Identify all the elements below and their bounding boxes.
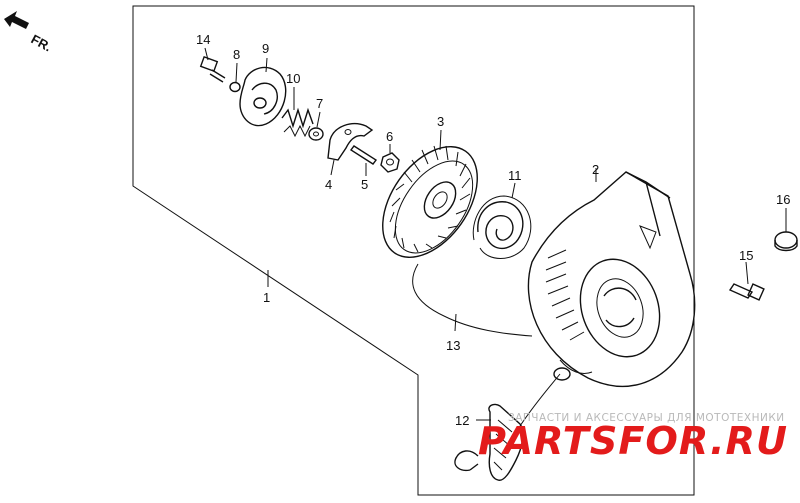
callout-1: 1 bbox=[263, 290, 270, 305]
part-10-spring bbox=[281, 87, 314, 138]
callout-13: 13 bbox=[446, 338, 460, 353]
callout-14: 14 bbox=[196, 32, 210, 47]
assembly-boundary bbox=[132, 5, 695, 496]
direction-label: FR. bbox=[29, 31, 55, 54]
watermark-brand: PARTSFOR.RU bbox=[478, 419, 788, 463]
part-6-nut bbox=[380, 144, 400, 173]
part-8-washer bbox=[229, 62, 241, 93]
part-16-cap bbox=[774, 208, 798, 252]
callout-11: 11 bbox=[508, 168, 522, 183]
callout-7: 7 bbox=[316, 96, 323, 111]
callout-8: 8 bbox=[233, 47, 240, 62]
part-15-bolt bbox=[728, 261, 765, 301]
callout-4: 4 bbox=[325, 177, 332, 192]
callout-2: 2 bbox=[592, 162, 599, 177]
part-3-reel bbox=[382, 129, 478, 258]
direction-marker: FR. bbox=[4, 11, 54, 54]
callout-6: 6 bbox=[386, 129, 393, 144]
callout-16: 16 bbox=[776, 192, 790, 207]
watermark: ЗАПЧАСТИ И АКСЕССУАРЫ ДЛЯ МОТОТЕХНИКИ PA… bbox=[478, 412, 788, 463]
callout-12: 12 bbox=[455, 413, 469, 428]
callout-15: 15 bbox=[739, 248, 753, 263]
callout-3: 3 bbox=[437, 114, 444, 129]
arrow-up-left-icon bbox=[4, 11, 29, 29]
part-2-starter-case bbox=[527, 168, 696, 387]
callout-10: 10 bbox=[286, 71, 300, 86]
watermark-tagline: ЗАПЧАСТИ И АКСЕССУАРЫ ДЛЯ МОТОТЕХНИКИ bbox=[508, 412, 785, 424]
part-4-ratchet bbox=[327, 122, 374, 176]
part-9-friction-plate bbox=[239, 57, 287, 127]
part-12-handle bbox=[454, 373, 561, 481]
part-7-washer bbox=[308, 111, 324, 141]
part-5-pin bbox=[349, 145, 378, 176]
callout-labels: 1 2 3 4 5 6 7 8 9 10 11 12 13 14 15 16 bbox=[196, 32, 790, 428]
callout-5: 5 bbox=[361, 177, 368, 192]
part-11-spiral-spring bbox=[472, 182, 532, 259]
part-14-bolt bbox=[199, 47, 226, 83]
callout-9: 9 bbox=[262, 41, 269, 56]
part-13-rope bbox=[412, 263, 533, 337]
